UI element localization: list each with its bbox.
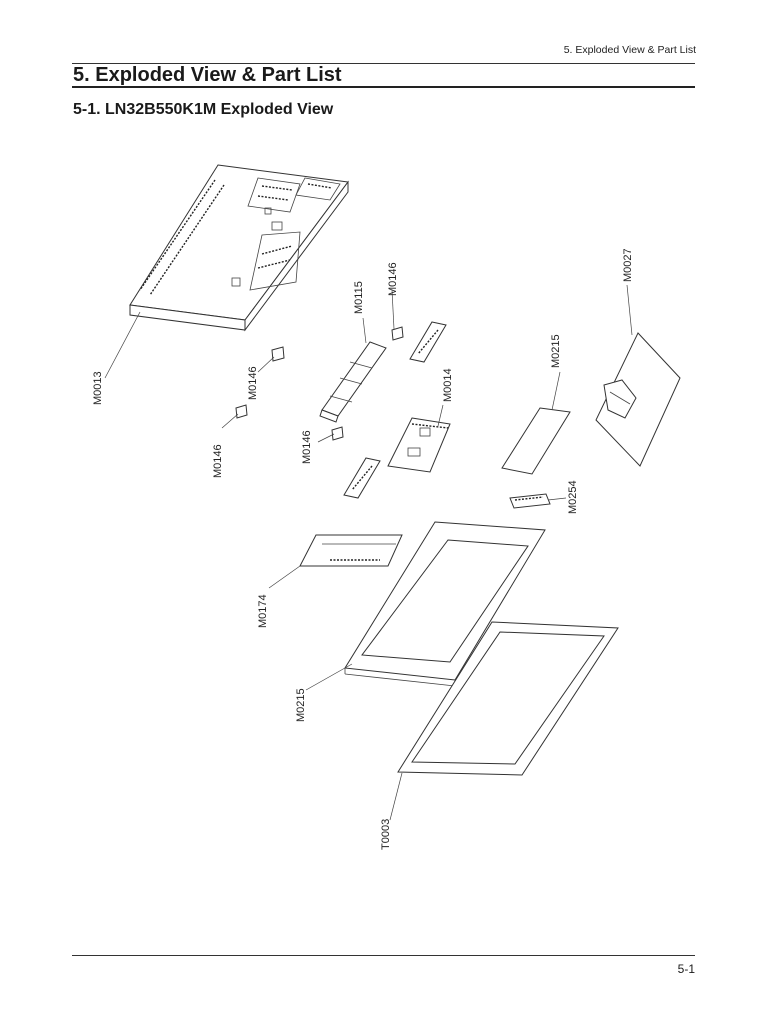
header-rule-thin [72,63,695,64]
callout-m0013: M0013 [92,371,104,405]
chapter-title: 5. Exploded View & Part List [73,64,342,86]
power-board-part [299,534,403,567]
panel-frame-part [344,521,546,687]
footer-rule [72,955,695,956]
bracket-m0146-center-lower [331,426,344,441]
main-board-part [387,417,451,473]
panel-m0215-upper [501,407,571,475]
function-board-part [509,493,551,509]
callout-m0174: M0174 [257,594,269,628]
callout-m0215-2: M0215 [295,688,307,722]
exploded-view-svg: M0013 M0146 M0146 M0146 M0146 M0115 M001… [92,164,681,850]
callout-m0254: M0254 [567,480,579,514]
callout-m0146-4: M0146 [387,262,399,296]
bracket-m0146-left-lower [235,404,248,419]
section-title: 5-1. LN32B550K1M Exploded View [73,101,334,118]
callout-t0003: T0003 [380,819,392,850]
callout-m0146-1: M0146 [247,366,259,400]
callout-m0014: M0014 [442,368,454,402]
rear-cover-part [129,164,349,332]
bracket-assembly-part [319,341,387,423]
bracket-m0146-center-upper [391,326,404,341]
speaker-upper [409,321,447,363]
front-bezel-part [397,621,619,776]
stand-part [595,332,681,467]
callout-m0115: M0115 [353,281,365,314]
callout-m0146-2: M0146 [212,444,224,478]
bracket-m0146-left-upper [271,346,285,362]
speaker-lower [343,457,381,499]
leader-lines [104,284,633,821]
callout-m0146-3: M0146 [301,430,313,464]
callout-m0027: M0027 [622,248,634,282]
header-rule-thick [72,86,695,88]
callout-m0215-1: M0215 [550,334,562,368]
exploded-view-diagram: M0013 M0146 M0146 M0146 M0146 M0115 M001… [0,140,768,970]
page-number: 5-1 [677,962,695,976]
running-header: 5. Exploded View & Part List [563,44,696,56]
